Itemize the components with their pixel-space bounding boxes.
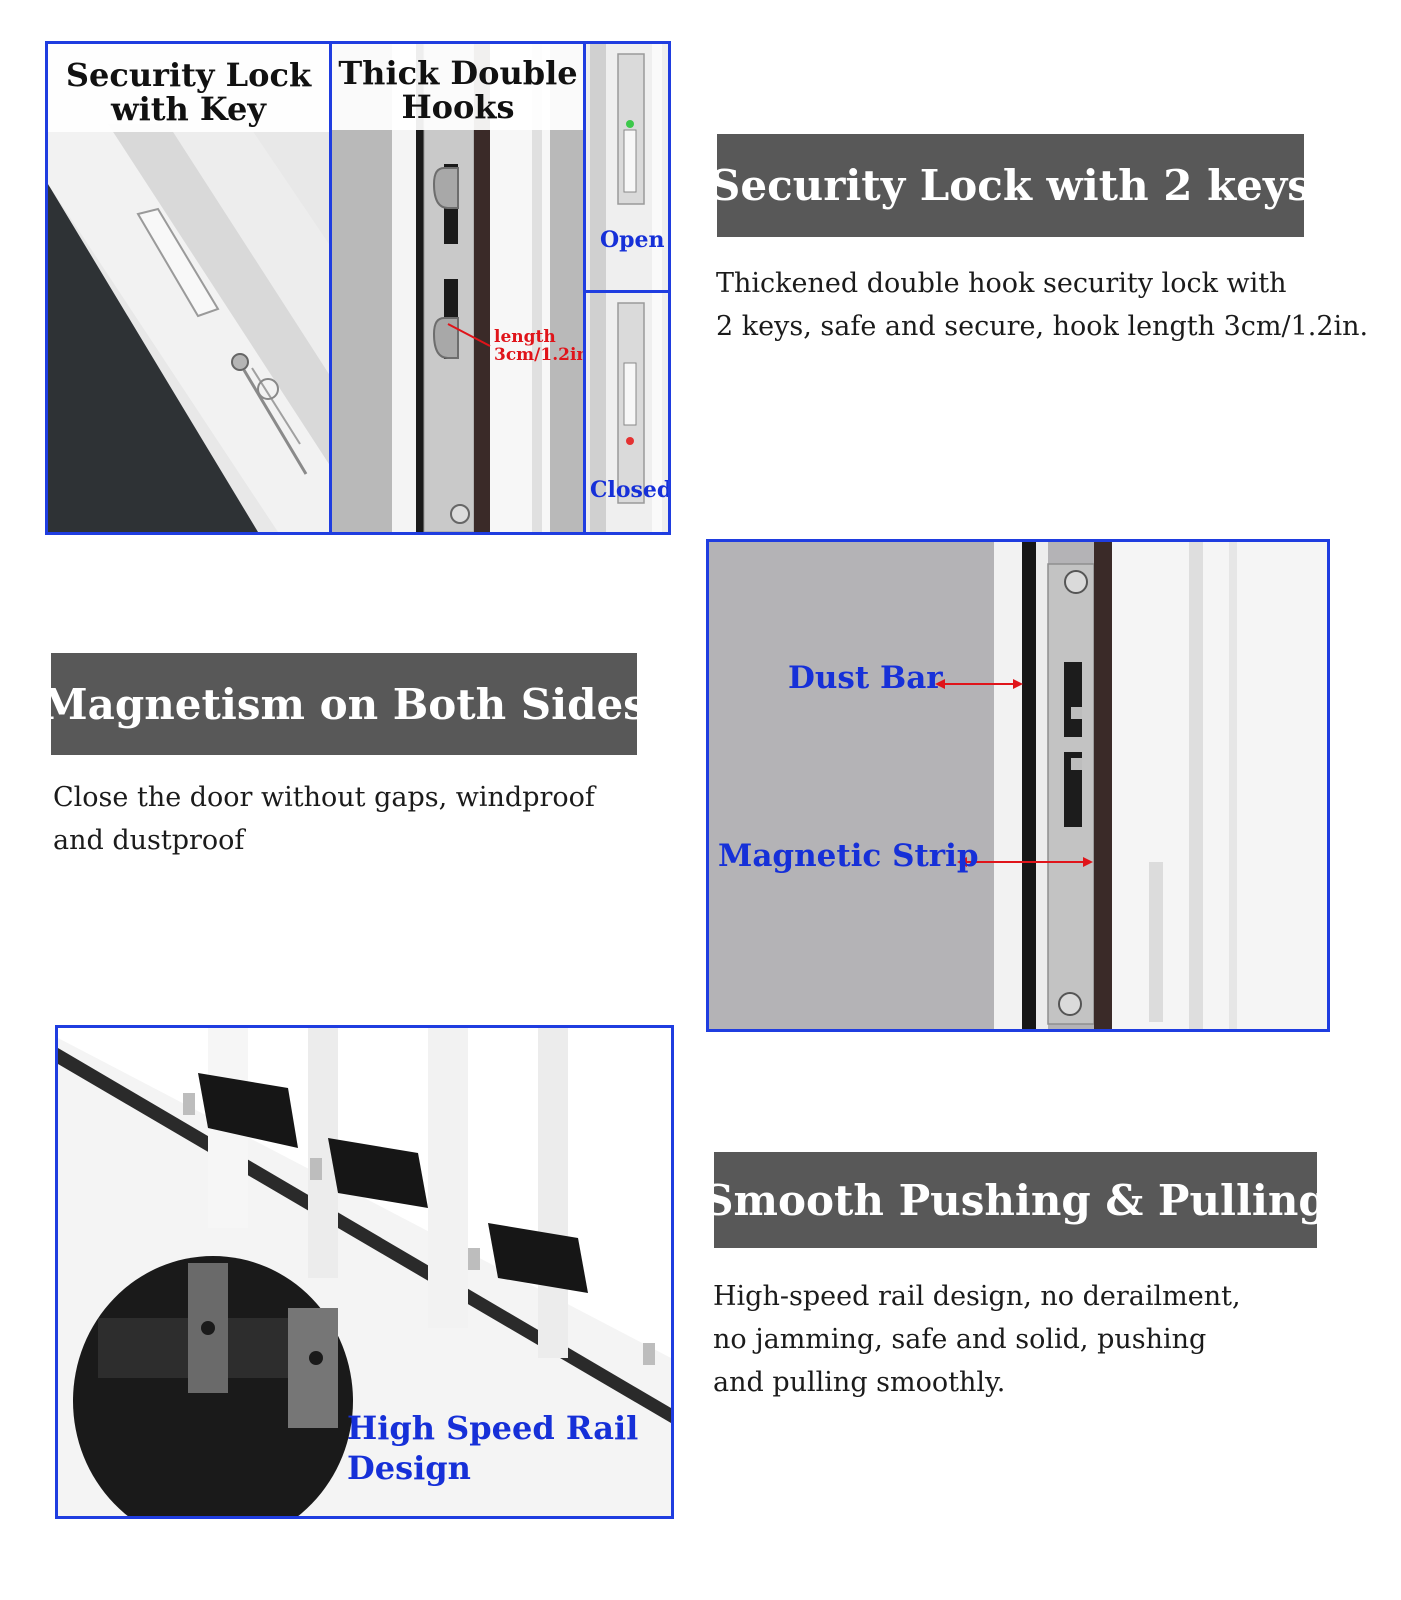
lock-section-heading: Security Lock with 2 keys bbox=[710, 134, 1311, 237]
lock-caption-line1: Security Lock bbox=[65, 56, 312, 94]
rail-desc-line1: High-speed rail design, no derailment, bbox=[713, 1281, 1241, 1312]
lock-section-heading-text: Security Lock with 2 keys bbox=[710, 161, 1311, 210]
lock-desc-line1: Thickened double hook security lock with bbox=[716, 268, 1287, 299]
rail-photo-panel: High Speed Rail Design bbox=[55, 1025, 674, 1519]
lock-photo-panel: Security Lock with Key bbox=[45, 41, 332, 535]
magnet-section-heading: Magnetism on Both Sides bbox=[41, 653, 647, 755]
closed-state-panel: Closed bbox=[583, 290, 671, 535]
hooks-caption-line2: Hooks bbox=[401, 88, 515, 126]
closed-state-photo bbox=[586, 293, 668, 532]
lock-caption-line2: with Key bbox=[111, 90, 266, 128]
hook-length-label: length 3cm/1.2in bbox=[494, 327, 587, 365]
hooks-photo-panel: Thick Double Hooks length 3cm/1.2in bbox=[329, 41, 587, 535]
open-state-panel: Open bbox=[583, 41, 671, 295]
rail-section-heading: Smooth Pushing & Pulling bbox=[703, 1152, 1328, 1248]
rail-desc-line3: and pulling smoothly. bbox=[713, 1367, 1006, 1398]
open-state-photo bbox=[586, 44, 668, 292]
rail-section-description: High-speed rail design, no derailment, n… bbox=[713, 1275, 1241, 1404]
magnet-photo-panel: Dust Bar Magnetic Strip bbox=[706, 539, 1330, 1032]
magnet-section-description: Close the door without gaps, windproof a… bbox=[53, 776, 595, 862]
rail-section-heading-text: Smooth Pushing & Pulling bbox=[703, 1175, 1328, 1225]
hook-length-word: length bbox=[494, 327, 556, 347]
magnetic-strip-label: Magnetic Strip bbox=[718, 838, 979, 874]
closed-label: Closed bbox=[590, 477, 671, 503]
rail-desc-line2: no jamming, safe and solid, pushing bbox=[713, 1324, 1207, 1355]
lock-desc-line2: 2 keys, safe and secure, hook length 3cm… bbox=[716, 311, 1369, 342]
lock-section-description: Thickened double hook security lock with… bbox=[716, 262, 1368, 348]
lock-panel-caption: Security Lock with Key bbox=[48, 44, 329, 132]
hook-length-value: 3cm/1.2in bbox=[494, 345, 587, 365]
rail-label: High Speed Rail Design bbox=[347, 1408, 638, 1488]
magnet-photo bbox=[709, 542, 1327, 1029]
magnet-desc-line1: Close the door without gaps, windproof bbox=[53, 782, 595, 813]
magnet-section-heading-text: Magnetism on Both Sides bbox=[41, 679, 647, 729]
hooks-panel-caption: Thick Double Hooks bbox=[332, 44, 584, 130]
open-label: Open bbox=[600, 227, 665, 253]
rail-label-line2: Design bbox=[347, 1449, 471, 1487]
rail-photo bbox=[58, 1028, 671, 1516]
magnet-desc-line2: and dustproof bbox=[53, 825, 245, 856]
rail-label-line1: High Speed Rail bbox=[347, 1409, 639, 1447]
hooks-caption-line1: Thick Double bbox=[338, 54, 578, 92]
dust-bar-label: Dust Bar bbox=[788, 660, 943, 696]
